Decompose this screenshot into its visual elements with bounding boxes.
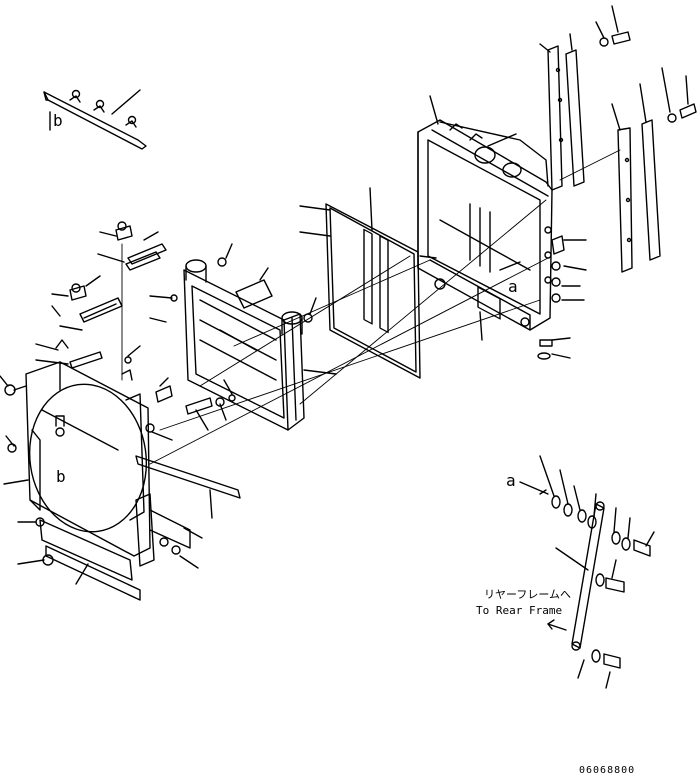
radiator-mount-fasteners bbox=[537, 235, 587, 360]
upper-left-hardware bbox=[35, 221, 236, 431]
callout-a-stay: a bbox=[506, 471, 516, 490]
rear-frame-stay: a bbox=[506, 455, 655, 689]
callout-b-top: b bbox=[53, 111, 63, 130]
radiator-core: a bbox=[417, 95, 553, 341]
callout-b-shroud: b bbox=[56, 467, 66, 486]
top-right-bolts bbox=[595, 5, 697, 123]
shroud-stay-bar bbox=[135, 455, 241, 519]
callout-a-radiator: a bbox=[508, 277, 518, 296]
note-jp: リヤーフレームへ bbox=[484, 588, 571, 601]
note-en: To Rear Frame bbox=[476, 604, 562, 617]
side-seal-plates bbox=[539, 33, 661, 273]
assembly-guide-lines bbox=[121, 149, 621, 465]
seal-panel bbox=[299, 187, 437, 379]
figure-id: 06068800 bbox=[579, 765, 635, 776]
oil-cooler bbox=[149, 243, 337, 431]
fan-shroud: b bbox=[0, 361, 203, 601]
top-bracket: b bbox=[43, 89, 147, 150]
